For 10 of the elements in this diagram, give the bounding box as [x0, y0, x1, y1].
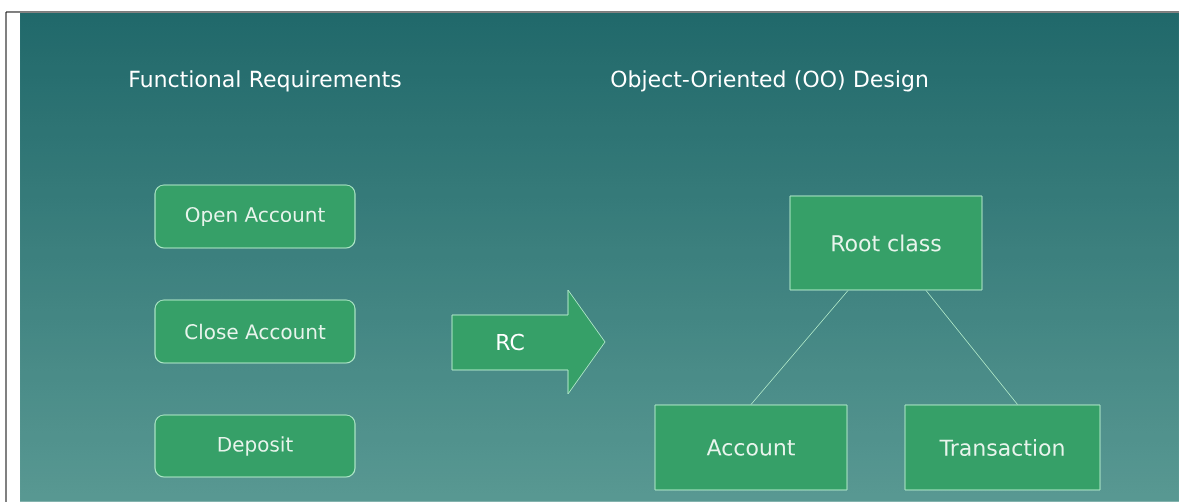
requirement-box: Close Account [154, 299, 356, 364]
connector-line [925, 290, 1018, 405]
requirement-box: Deposit [154, 414, 356, 478]
class-box: Root class [789, 195, 983, 291]
column-heading: Object-Oriented (OO) Design [611, 70, 927, 92]
class-box: Account [654, 404, 848, 491]
class-box: Transaction [904, 404, 1101, 491]
column-heading: Functional Requirements [130, 70, 401, 92]
connector-line [750, 290, 849, 405]
requirement-box: Open Account [154, 184, 356, 249]
